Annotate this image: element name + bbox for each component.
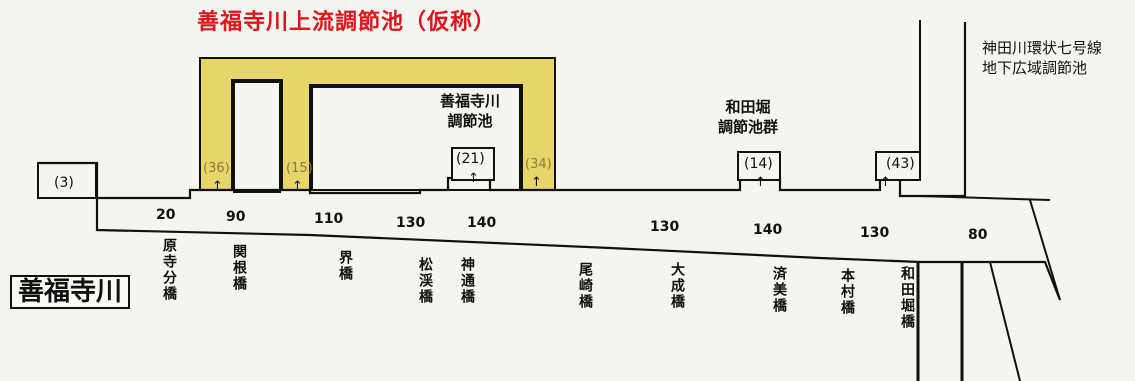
ref-36: (36)	[203, 161, 230, 176]
bridge-1: 原寺分橋	[161, 238, 177, 302]
width-8: 130	[860, 225, 890, 241]
bridge-5: 神通橋	[459, 257, 475, 305]
bridge-4: 松渓橋	[417, 257, 433, 305]
bridge-3: 界橋	[337, 250, 353, 282]
width-6: 130	[650, 219, 680, 235]
ref-3: (3)	[54, 175, 74, 191]
lower-river-right	[989, 261, 1021, 381]
width-4: 130	[396, 215, 426, 231]
river-name-label: 善福寺川	[10, 275, 131, 309]
bridge-2: 関根橋	[231, 244, 247, 292]
pond-a-label: 善福寺川 調節池	[440, 92, 501, 130]
ref-15: (15)	[286, 161, 313, 176]
ref-14: (14)	[744, 156, 773, 172]
ref-34: (34)	[525, 157, 552, 172]
right-line	[919, 195, 1051, 201]
width-3: 110	[314, 211, 344, 227]
arrow-34: ↑	[531, 175, 542, 190]
width-2: 90	[226, 209, 246, 225]
width-5: 140	[467, 215, 497, 231]
arrow-36: ↑	[212, 179, 223, 194]
ref-43: (43)	[886, 156, 915, 172]
arrow-43: ↑	[880, 175, 891, 190]
width-7: 140	[753, 222, 783, 238]
bridge-9: 本村橋	[839, 268, 855, 316]
ref-box-14	[737, 151, 781, 181]
ref-21: (21)	[456, 151, 485, 167]
right-facility-label: 神田川環状七号線 地下広域調節池	[982, 39, 1103, 78]
far-right-line	[1029, 199, 1061, 301]
arrow-21: ↑	[468, 171, 479, 186]
bridge-6: 尾崎橋	[577, 262, 593, 310]
arrow-14: ↑	[755, 175, 766, 190]
river-lower-bank	[95, 198, 1062, 301]
diagram-title: 善福寺川上流調節池（仮称）	[197, 10, 497, 35]
ref-box-43	[875, 151, 921, 181]
width-9: 80	[968, 227, 988, 243]
pond-b-label: 和田堀 調節池群	[718, 98, 779, 136]
pond-inner-left	[233, 81, 281, 193]
arrow-15: ↑	[292, 179, 303, 194]
bridge-7: 大成橋	[669, 262, 685, 310]
width-1: 20	[156, 207, 176, 223]
bridge-10: 和田堀橋	[899, 266, 915, 330]
bridge-8: 済美橋	[771, 266, 787, 314]
ref-box-3	[37, 162, 97, 199]
ref-box-21	[451, 147, 495, 181]
